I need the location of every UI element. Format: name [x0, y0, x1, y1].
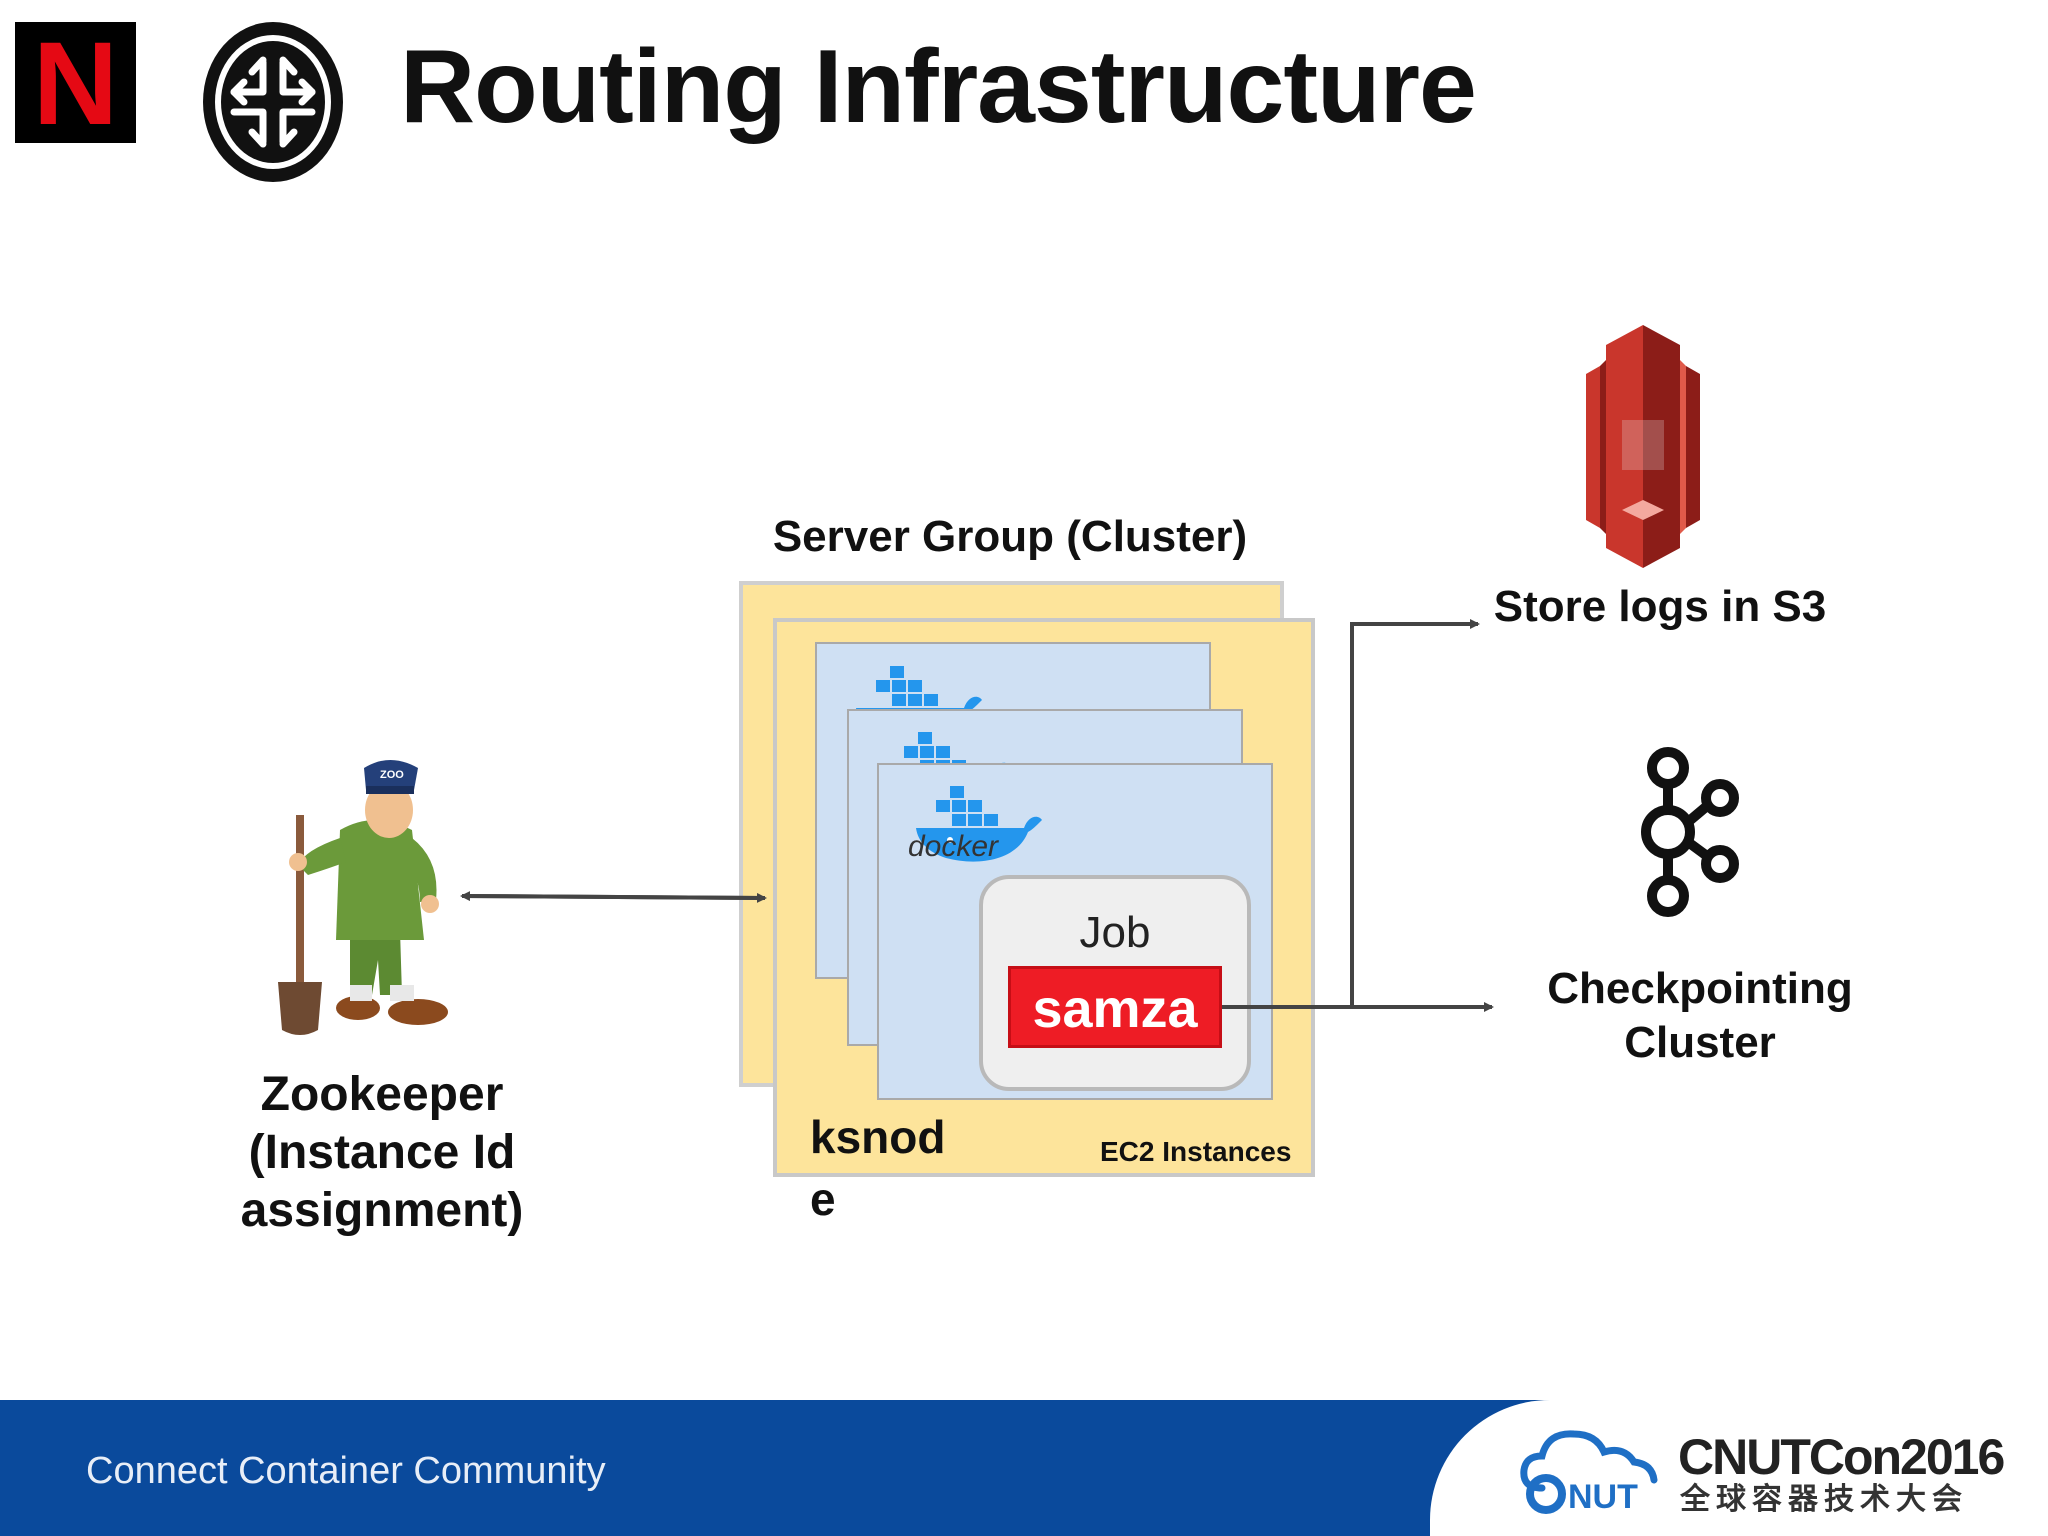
mascot-cap-text: ZOO	[380, 769, 404, 781]
conference-name: CNUTCon2016	[1678, 1429, 2005, 1485]
job-label: Job	[1079, 908, 1151, 957]
netflix-logo-letter: N	[32, 18, 119, 150]
s3-label: Store logs in S3	[1493, 582, 1827, 631]
s3-bucket-icon	[1586, 325, 1700, 568]
server-group-label: Server Group (Cluster)	[772, 512, 1248, 561]
samza-to-s3-arrow	[1220, 619, 1480, 1009]
checkpoint-label: Checkpointing Cluster	[1547, 964, 1853, 1067]
cnut-logo-text: NUT	[1568, 1478, 1638, 1516]
netflix-logo: N	[15, 18, 136, 150]
docker-wordmark-3: docker	[908, 830, 999, 863]
slide-title: Routing Infrastructure	[400, 29, 1477, 145]
node-label: ksnode	[810, 1111, 946, 1225]
conference-cn-name: 全球容器技术大会	[1680, 1483, 1968, 1516]
instances-label: EC2 Instances	[1100, 1136, 1292, 1167]
zookeeper-label: Zookeeper (Instance Id assignment)	[240, 1068, 524, 1237]
samza-logo: samza	[1008, 966, 1222, 1048]
arrows	[460, 619, 1494, 1012]
footer-logo-area	[1430, 1400, 2048, 1536]
diagram: ZOO	[278, 325, 1739, 1177]
zookeeper-mascot: ZOO	[278, 760, 448, 1035]
footer-tagline: Connect Container Community	[86, 1450, 606, 1492]
router-icon	[203, 22, 343, 182]
kafka-icon	[1641, 747, 1739, 917]
cnut-cloud-logo: NUT	[1520, 1430, 1658, 1516]
